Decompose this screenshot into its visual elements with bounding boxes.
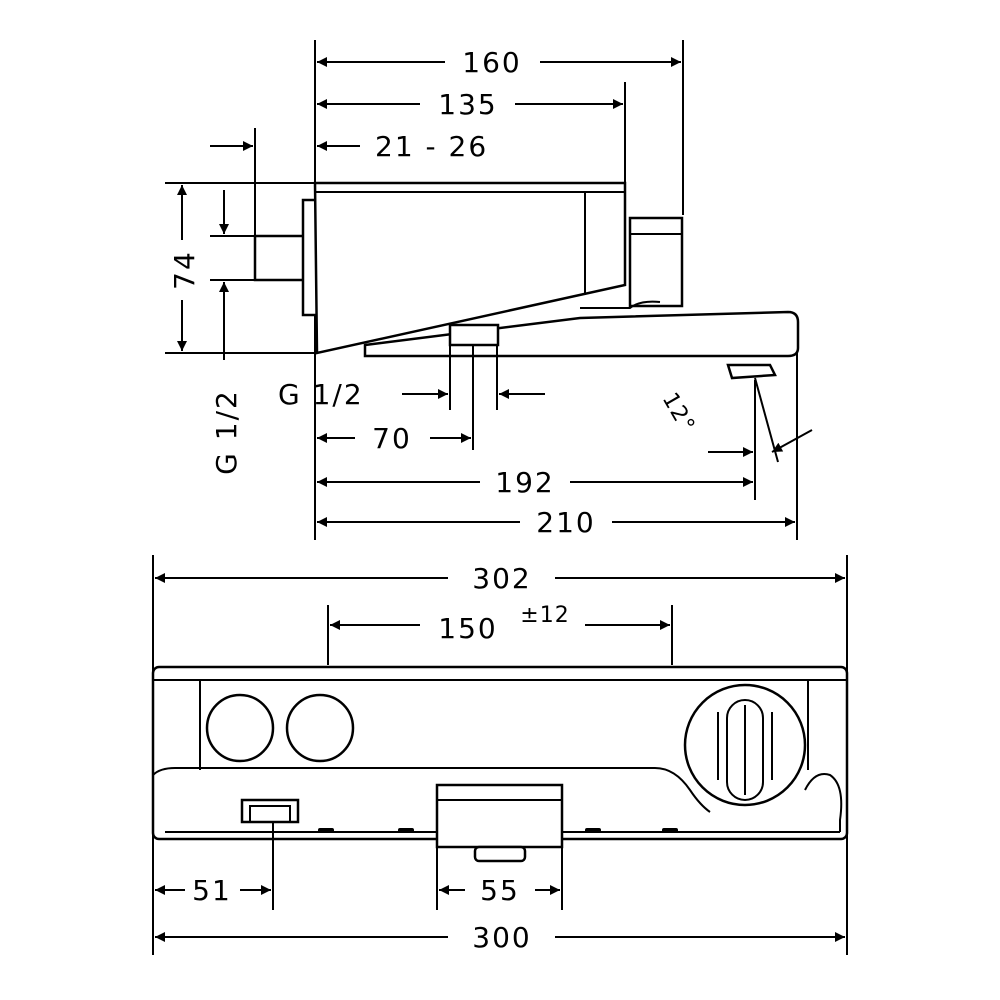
front-spout-outlet bbox=[473, 845, 527, 863]
dim-55-label: 55 bbox=[480, 874, 520, 907]
side-body bbox=[313, 181, 627, 355]
front-shelf-edge-right bbox=[804, 773, 843, 832]
angle-line bbox=[754, 377, 779, 463]
dim-192-label: 192 bbox=[495, 466, 554, 499]
side-spout-outlet bbox=[726, 363, 777, 380]
side-spout-curve bbox=[580, 300, 661, 309]
angle-arrow-right bbox=[771, 429, 813, 453]
angle-label: 12° bbox=[657, 389, 700, 438]
dim-210-label: 210 bbox=[536, 506, 595, 539]
front-inlet-inner bbox=[249, 805, 291, 823]
side-knob bbox=[628, 216, 684, 308]
dim-150-label: 150 bbox=[438, 612, 497, 645]
dim-150-tolerance: ±12 bbox=[520, 603, 569, 628]
mount-hole-3 bbox=[585, 828, 601, 833]
side-inlet-connector bbox=[253, 234, 309, 282]
front-view: 302 150 ±12 bbox=[151, 555, 849, 955]
dim-74-label: 74 bbox=[168, 250, 201, 290]
front-knob-grip bbox=[726, 699, 764, 801]
mount-hole-1 bbox=[318, 828, 334, 833]
front-shelf-edge bbox=[152, 767, 711, 813]
dim-51-label: 51 bbox=[192, 874, 232, 907]
dim-160-label: 160 bbox=[462, 46, 521, 79]
side-view: 160 135 21 - 26 74 G 1/2 bbox=[165, 40, 813, 540]
mount-hole-4 bbox=[662, 828, 678, 833]
dim-302-label: 302 bbox=[472, 562, 531, 595]
mount-hole-2 bbox=[398, 828, 414, 833]
front-spout bbox=[435, 783, 564, 849]
dim-70-label: 70 bbox=[372, 422, 412, 455]
front-button-left bbox=[205, 693, 275, 763]
side-bottom-connector bbox=[448, 323, 500, 347]
dim-135-label: 135 bbox=[438, 88, 497, 121]
dim-21-26-label: 21 - 26 bbox=[375, 130, 488, 163]
dim-300-label: 300 bbox=[472, 921, 531, 954]
thread-bottom-label: G 1/2 bbox=[278, 378, 364, 411]
thread-side-label: G 1/2 bbox=[210, 389, 243, 475]
front-button-right bbox=[285, 693, 355, 763]
